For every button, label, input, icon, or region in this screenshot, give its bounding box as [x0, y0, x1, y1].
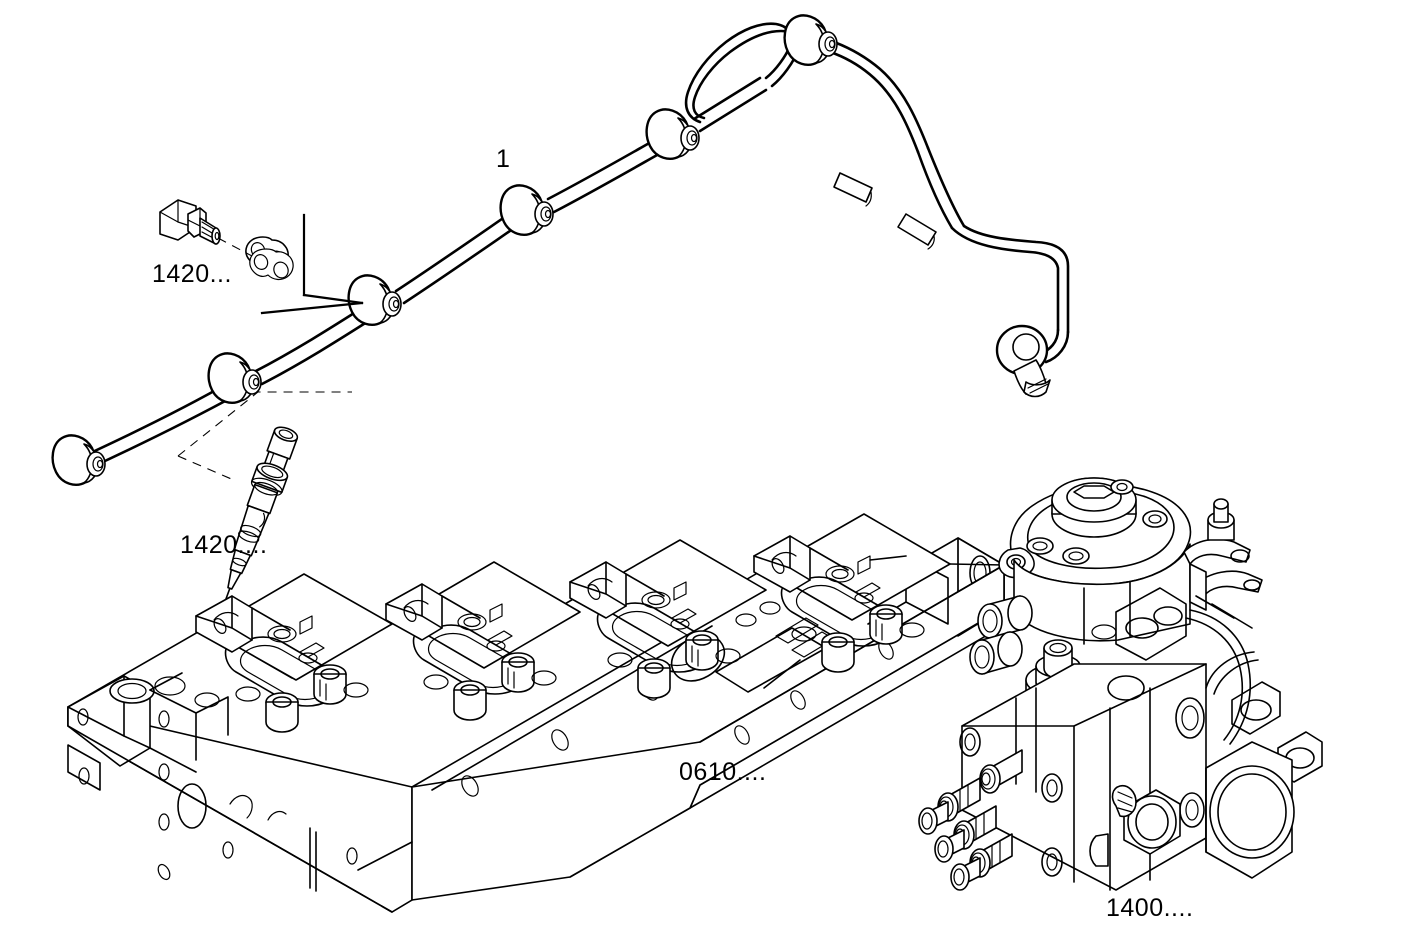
fuel-line-union-4: [499, 184, 554, 236]
fuel-line-union-2: [207, 352, 262, 404]
banjo-bolt: [159, 199, 221, 245]
fuel-injection-pump: 1400....: [918, 477, 1323, 922]
delivery-outlet-1: [918, 777, 981, 835]
banjo-bolt-and-washers-group: 1420...: [152, 199, 364, 315]
fuel-line-union-5: [645, 108, 700, 160]
injector-install-leader-a: [177, 391, 352, 457]
delivery-outlet-3: [950, 833, 1013, 891]
cylinder-section-3: [569, 539, 767, 699]
label-cylinder-head: 0610....: [679, 758, 766, 786]
label-banjo-bolt-group: 1420...: [152, 260, 232, 288]
fuel-injector-nozzle: 1420....: [177, 391, 352, 612]
label-injector-group: 1420....: [180, 531, 267, 559]
cylinder-section-2: [385, 561, 581, 721]
fuel-line-sleeve-1: [833, 172, 873, 207]
delivery-outlet-2: [934, 805, 997, 863]
pump-delivery-outlets: [918, 727, 1063, 891]
head-front-end-boss: [67, 672, 229, 831]
injector-install-leader-b: [177, 455, 237, 482]
fuel-line-sleeve-2: [897, 213, 937, 250]
cylinder-head-casting: 0610....: [67, 513, 1005, 913]
banjo-eye-fitting-right: [995, 324, 1051, 398]
assembly-leader-dashed: [217, 237, 253, 257]
cylinder-section-1: [195, 573, 393, 733]
pump-governor-cover: [998, 477, 1192, 586]
fuel-line-assembly: [51, 14, 1070, 486]
fuel-line-union-left-end: [51, 434, 106, 486]
pump-side-port-lower: [969, 631, 1023, 675]
delivery-outlet-4: [979, 749, 1023, 794]
sealing-washers: [245, 236, 294, 281]
pump-shutoff-solenoid: [1089, 784, 1181, 867]
callout-leader-1420-upper: [260, 213, 364, 315]
cylinder-section-4: [753, 513, 951, 673]
head-front-face-bolt-holes: [461, 640, 894, 797]
label-injection-pump: 1400....: [1106, 894, 1193, 922]
fuel-line-union-6: [783, 14, 838, 66]
label-fuel-line: 1: [496, 145, 510, 173]
pump-drive-end: [1179, 741, 1295, 879]
